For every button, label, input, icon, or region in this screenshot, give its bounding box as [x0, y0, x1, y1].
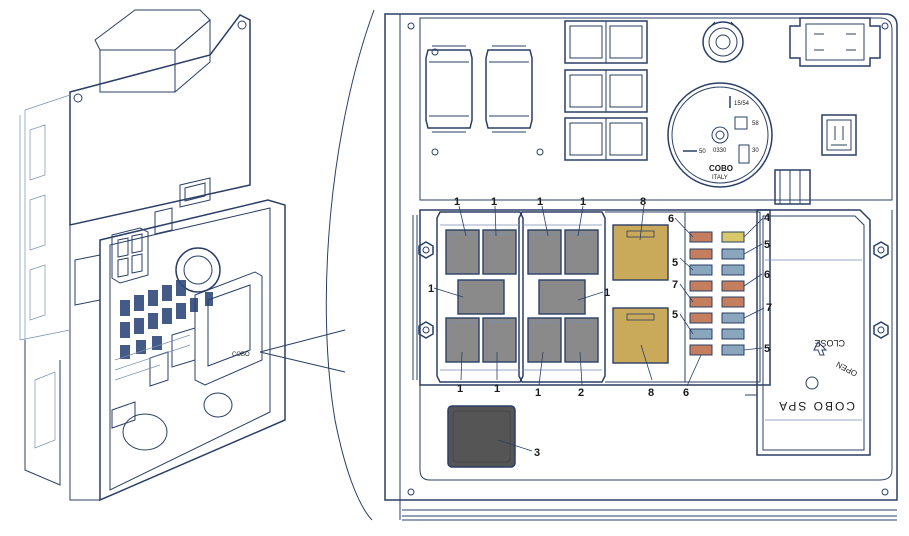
round-knob	[702, 21, 744, 63]
fuse-l8	[689, 344, 713, 356]
fuse-r2	[721, 248, 745, 260]
terminal-label-50: 50	[699, 149, 706, 155]
ignition-country: ITALY	[712, 175, 728, 181]
fuse-r3	[721, 264, 745, 276]
terminal-label-15-54: 15/54	[734, 101, 750, 107]
relay-bottom-3	[527, 317, 562, 363]
ignition-brand: COBO	[709, 164, 733, 173]
callout-maxi-top: 8	[640, 196, 646, 208]
relay-bottom-1	[445, 317, 480, 363]
small-relay-socket	[821, 114, 857, 156]
callout-fuse-6-bottom: 6	[683, 387, 689, 399]
module-small-label: COBO	[232, 352, 250, 358]
relay-top-1	[445, 229, 480, 275]
callout-fuse-5-left-bottom: 5	[672, 309, 678, 321]
relay-mid-left	[457, 279, 505, 315]
hex-bolt-left-top	[418, 241, 434, 259]
fuse-l7	[689, 328, 713, 340]
fuse-l3	[689, 264, 713, 276]
open-arrow-icon	[813, 341, 828, 356]
maxi-relay-bottom	[612, 307, 669, 364]
callout-relay-mid-left: 1	[428, 283, 434, 295]
enclosure-isometric-view: COBO	[19, 9, 286, 502]
callout-relay-top-4: 1	[580, 196, 586, 208]
callout-fuse-6-top: 6	[668, 213, 674, 225]
callout-block-3: 3	[534, 447, 540, 459]
upper-holder-right	[485, 45, 533, 133]
callout-fuse-7-right: 7	[766, 302, 772, 314]
block-3	[447, 405, 516, 468]
cover-close-label: CLOSE	[814, 338, 845, 348]
magnifier-arc	[325, 9, 375, 521]
callout-relay-top-2: 1	[491, 196, 497, 208]
callout-relay-bottom-1: 1	[457, 383, 463, 395]
callout-fuse-5-left-top: 5	[672, 257, 678, 269]
cover-connector	[774, 169, 811, 205]
leader-lines	[433, 204, 765, 452]
ignition-code: 0330	[713, 148, 727, 154]
fuse-r7	[721, 328, 745, 340]
relay-bottom-4	[564, 317, 599, 363]
terminal-label-58: 58	[752, 121, 759, 127]
callout-relay-bottom-3: 1	[535, 387, 541, 399]
rocker-switch-top-right	[789, 17, 881, 67]
relay-top-3	[527, 229, 562, 275]
callout-fuse-7-left: 7	[672, 279, 678, 291]
terminal-label-30: 30	[752, 148, 759, 154]
callout-relay-mid-right: 1	[604, 287, 610, 299]
callout-fuse-6-right: 6	[764, 269, 770, 281]
hex-bolt-right-top	[873, 241, 889, 259]
callout-relay-bottom-4: 2	[578, 387, 584, 399]
hex-bolt-left-bottom	[418, 321, 434, 339]
relay-mid-right	[538, 279, 586, 315]
ignition-switch: 15/54 58 50 30 0330 COBO ITALY	[667, 82, 773, 188]
fuse-l4	[689, 280, 713, 292]
callout-fuse-4: 4	[764, 212, 771, 224]
cover-open-label: OPEN	[834, 359, 858, 378]
fuse-l5	[689, 296, 713, 308]
fuse-r8	[721, 344, 745, 356]
fusebox-cover: CLOSE OPEN COBO SPA	[745, 209, 871, 456]
fuse-r5	[721, 296, 745, 308]
relay-top-2	[482, 229, 517, 275]
fuse-l1	[689, 231, 713, 243]
fuse-l2	[689, 248, 713, 260]
callout-fuse-5-right-top: 5	[764, 239, 770, 251]
callout-maxi-bottom: 8	[648, 387, 654, 399]
fuse-column-right	[721, 231, 745, 356]
callout-relay-bottom-2: 1	[494, 383, 500, 395]
callout-relay-top-3: 1	[537, 196, 543, 208]
magnifier-lines	[259, 329, 346, 373]
upper-holder-left	[425, 45, 473, 133]
relay-bottom-2	[482, 317, 517, 363]
fusebox-detail-view: 15/54 58 50 30 0330 COBO ITALY	[384, 13, 898, 521]
callout-relay-top-1: 1	[454, 196, 460, 208]
relay-top-4	[564, 229, 599, 275]
cover-brand-label: COBO SPA	[777, 399, 855, 413]
fuse-r1	[721, 231, 745, 243]
switch-cutouts	[564, 20, 648, 161]
fuse-r6	[721, 312, 745, 324]
fuse-column-left	[689, 231, 713, 356]
hex-bolt-right-bottom	[873, 321, 889, 339]
callout-fuse-5-right-bottom: 5	[764, 343, 770, 355]
fuse-r4	[721, 280, 745, 292]
fuse-l6	[689, 312, 713, 324]
